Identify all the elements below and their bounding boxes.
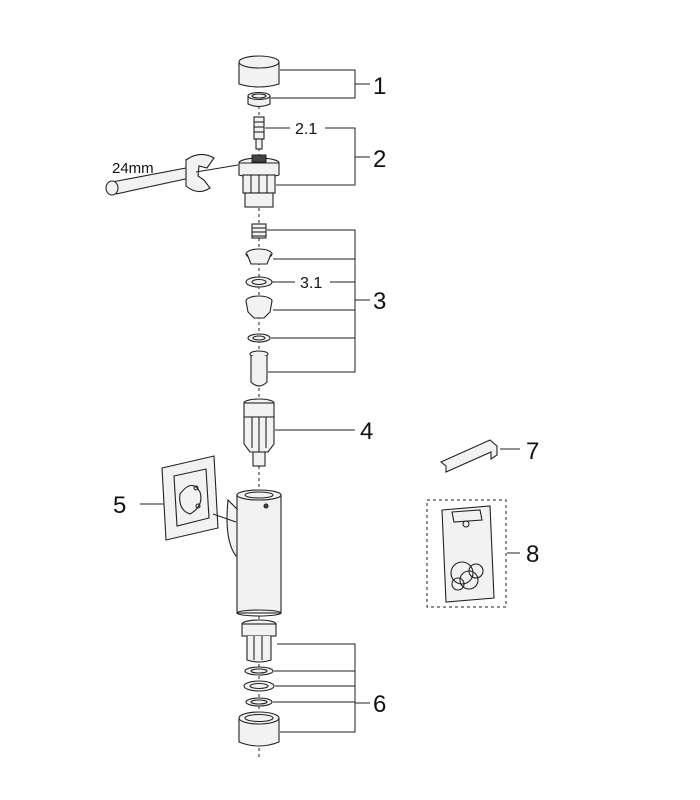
callout-1: 1 (373, 73, 386, 100)
callout-6: 6 (373, 691, 386, 718)
part-6-flow-regulator (241, 619, 277, 663)
part-3-1-oring (245, 276, 273, 288)
leader-6 (273, 643, 370, 733)
part-6-nut (238, 711, 280, 747)
wrench-size-label: 24mm (112, 160, 154, 177)
part-3-valve-seat (245, 295, 273, 319)
callout-7: 7 (526, 438, 539, 465)
callout-5: 5 (113, 492, 126, 519)
part-1-ring (247, 91, 271, 108)
part-1-cap (238, 55, 280, 88)
part-2-1-spindle (253, 116, 265, 150)
part-6-washer-1 (244, 666, 274, 676)
callout-8: 8 (526, 541, 539, 568)
leader-1 (271, 69, 370, 99)
part-8-service-pack (426, 499, 520, 608)
part-3-filter-disc (245, 248, 273, 265)
valve-body (212, 489, 282, 617)
callout-4: 4 (360, 418, 373, 445)
part-7-bracket (439, 439, 520, 473)
part-3-washer (247, 333, 271, 343)
part-2-headpart (238, 154, 280, 208)
part-6-washer-2 (243, 680, 275, 692)
callout-2-1: 2.1 (295, 121, 317, 138)
part-3-spring (251, 223, 267, 239)
part-6-oring (245, 697, 273, 707)
leader-3 (267, 229, 370, 373)
leader-2 (276, 127, 370, 186)
callout-2: 2 (373, 146, 386, 173)
wrench-24mm: 24mm (105, 153, 239, 196)
part-5-wall-plate (161, 455, 219, 541)
callout-3: 3 (373, 288, 386, 315)
part-3-piston (249, 350, 269, 387)
callout-3-1: 3.1 (300, 275, 322, 292)
part-4-cartridge (243, 398, 275, 467)
